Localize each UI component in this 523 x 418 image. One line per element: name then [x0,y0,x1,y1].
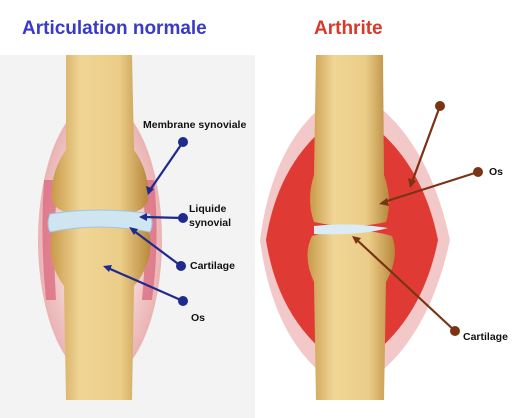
label-os-left: Os [191,312,205,325]
upper-bone-arthritis [310,55,389,226]
pointer-dot-cartilage [176,261,186,271]
lower-bone-arthritis [307,230,394,400]
label-liquide: Liquide [189,203,226,216]
label-cartilage-left: Cartilage [190,260,235,273]
label-synovial: synovial [189,217,231,230]
arthritis-joint [260,55,450,400]
pointer-dot-os-right [473,167,483,177]
pointer-dot-cartilage-right [450,326,460,336]
label-os-right: Os [489,166,503,179]
pointer-dot-top [435,101,445,111]
pointer-line-liquide [144,217,183,218]
pointer-dot-os [178,296,188,306]
label-cartilage-right: Cartilage [463,331,508,344]
label-membrane-synoviale: Membrane synoviale [143,119,246,132]
pointer-dot-liquide [178,213,188,223]
pointer-dot-membrane [178,137,188,147]
